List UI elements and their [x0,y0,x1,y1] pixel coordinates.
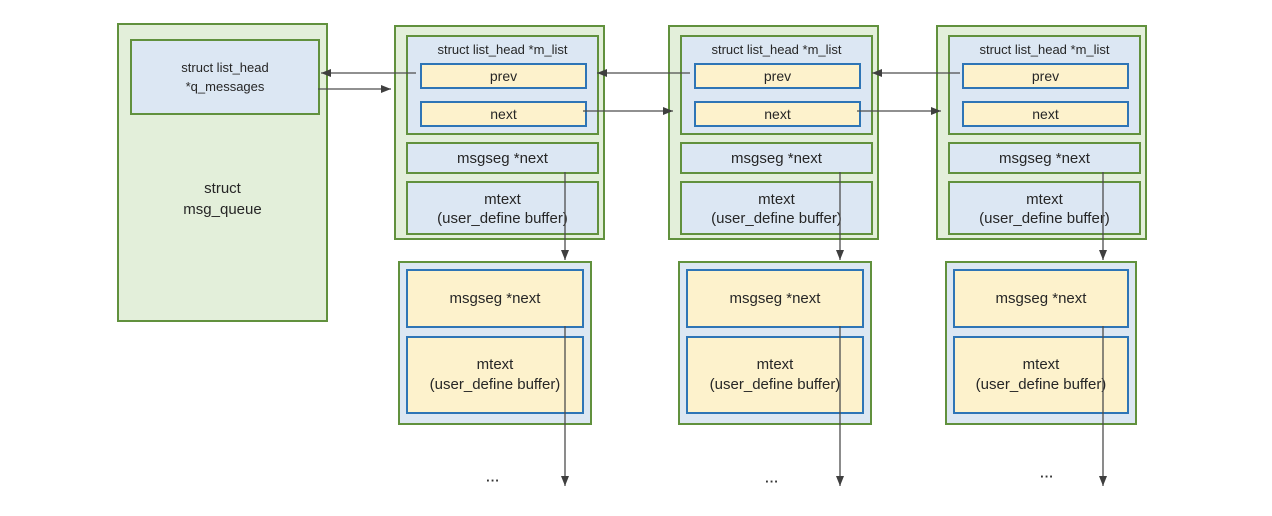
ellipsis-2: ... [765,470,779,486]
mtext-line1-1: mtext [484,191,521,208]
msgseg-field-3: msgseg *next [948,142,1141,174]
next-field-2: next [694,101,861,127]
msg-queue-label: struct msg_queue [119,178,326,220]
q-messages-line1: struct list_head [181,60,269,75]
segment-msgseg-field-2: msgseg *next [686,269,864,328]
mtext-field-1: mtext (user_define buffer) [406,181,599,235]
m-list-label-1: struct list_head *m_list [437,42,568,57]
ellipsis-3: ... [1040,465,1054,481]
ellipsis-1: ... [486,469,500,485]
segment-mtext-line2-2: (user_define buffer) [709,376,841,393]
next-field-3: next [962,101,1129,127]
mtext-line2-2: (user_define buffer) [711,210,842,227]
m-list-box-1: struct list_head *m_list prev next [406,35,599,135]
mtext-line1-2: mtext [758,191,795,208]
msg-queue-label-line2: msg_queue [183,201,262,218]
segment-mtext-field-1: mtext (user_define buffer) [406,336,584,414]
prev-field-2: prev [694,63,861,89]
segment-mtext-field-2: mtext (user_define buffer) [686,336,864,414]
segment-mtext-line1-3: mtext [1022,356,1060,373]
msg-queue-label-line1: struct [204,180,241,197]
segment-mtext-field-3: mtext (user_define buffer) [953,336,1129,414]
mtext-field-3: mtext (user_define buffer) [948,181,1141,235]
prev-field-1: prev [420,63,587,89]
msg-queue-box: struct list_head *q_messages struct msg_… [117,23,328,322]
next-field-1: next [420,101,587,127]
m-list-box-2: struct list_head *m_list prev next [680,35,873,135]
mtext-field-2: mtext (user_define buffer) [680,181,873,235]
segment-mtext-line2-3: (user_define buffer) [975,376,1107,393]
segment-mtext-line1-1: mtext [476,356,514,373]
q-messages-line2: *q_messages [185,79,265,94]
prev-field-3: prev [962,63,1129,89]
mtext-line2-1: (user_define buffer) [437,210,568,227]
msg-segment-3: msgseg *next mtext (user_define buffer) [945,261,1137,425]
msg-node-3: struct list_head *m_list prev next msgse… [936,25,1147,240]
msg-node-1: struct list_head *m_list prev next msgse… [394,25,605,240]
segment-msgseg-field-1: msgseg *next [406,269,584,328]
mtext-line1-3: mtext [1026,191,1063,208]
msgseg-field-1: msgseg *next [406,142,599,174]
m-list-box-3: struct list_head *m_list prev next [948,35,1141,135]
msg-segment-2: msgseg *next mtext (user_define buffer) [678,261,872,425]
msg-node-2: struct list_head *m_list prev next msgse… [668,25,879,240]
mtext-line2-3: (user_define buffer) [979,210,1110,227]
msg-segment-1: msgseg *next mtext (user_define buffer) [398,261,592,425]
m-list-label-2: struct list_head *m_list [711,42,842,57]
segment-mtext-line2-1: (user_define buffer) [429,376,561,393]
segment-mtext-line1-2: mtext [756,356,794,373]
m-list-label-3: struct list_head *m_list [979,42,1110,57]
segment-msgseg-field-3: msgseg *next [953,269,1129,328]
msgseg-field-2: msgseg *next [680,142,873,174]
q-messages-field: struct list_head *q_messages [130,39,320,115]
